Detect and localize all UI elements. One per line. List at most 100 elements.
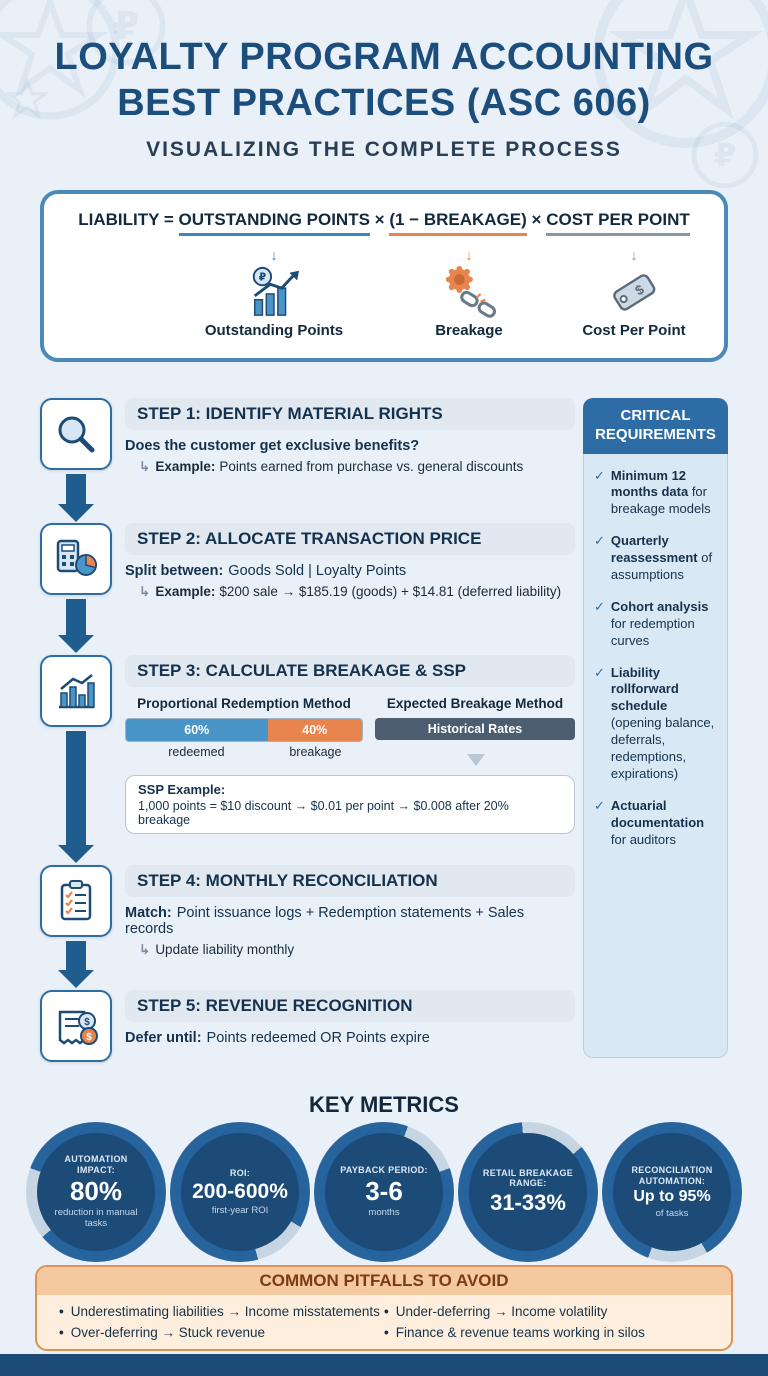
svg-text:$: $ bbox=[84, 1017, 90, 1028]
bullet-icon: • bbox=[59, 1324, 64, 1340]
step3-title: STEP 3: CALCULATE BREAKAGE & SSP bbox=[125, 655, 575, 687]
critical-requirements-header: CRITICAL REQUIREMENTS bbox=[583, 398, 728, 454]
formula-term-cost-per-point: COST PER POINT bbox=[546, 210, 690, 236]
redemption-split-bar: 60% 40% bbox=[125, 718, 363, 742]
requirement-item: ✓ Cohort analysis for redemption curves bbox=[594, 598, 709, 648]
key-metrics-row: AUTOMATION IMPACT: 80% reduction in manu… bbox=[0, 1122, 768, 1262]
step4: STEP 4: MONTHLY RECONCILIATION Match:Poi… bbox=[125, 865, 575, 958]
step5-title: STEP 5: REVENUE RECOGNITION bbox=[125, 990, 575, 1022]
page-title-line2: BEST PRACTICES (ASC 606) bbox=[117, 82, 651, 125]
calculator-pie-icon bbox=[56, 539, 97, 576]
proportional-method: Proportional Redemption Method 60% 40% r… bbox=[125, 696, 363, 759]
down-arrow-icon: ↓ bbox=[270, 247, 278, 264]
pointer-triangle-icon bbox=[467, 754, 485, 766]
formula-term-outstanding-points: OUTSTANDING POINTS bbox=[178, 210, 370, 236]
requirement-item: ✓ Quarterly reassessment of assumptions bbox=[594, 533, 713, 582]
step5: STEP 5: REVENUE RECOGNITION Defer until:… bbox=[125, 990, 575, 1046]
step2: STEP 2: ALLOCATE TRANSACTION PRICE Split… bbox=[125, 523, 575, 600]
step3-icon-box bbox=[40, 655, 112, 727]
step1-icon-box bbox=[40, 398, 112, 470]
broken-chain-icon bbox=[445, 265, 496, 318]
page-title-line1: LOYALTY PROGRAM ACCOUNTING bbox=[54, 36, 714, 78]
breakage-segment: 40% bbox=[267, 719, 362, 741]
pitfall-item: •Under-deferring → Income volatility bbox=[384, 1302, 709, 1323]
check-icon: ✓ bbox=[594, 797, 605, 813]
pitfalls-list: •Underestimating liabilities → Income mi… bbox=[37, 1295, 731, 1344]
svg-text:₽: ₽ bbox=[259, 271, 266, 283]
expected-breakage-method: Expected Breakage Method Historical Rate… bbox=[375, 696, 575, 766]
branch-arrow-icon: ↳ bbox=[139, 942, 151, 957]
step2-lead: Split between:Goods Sold | Loyalty Point… bbox=[125, 563, 407, 579]
check-icon: ✓ bbox=[594, 598, 605, 614]
step3: STEP 3: CALCULATE BREAKAGE & SSP Proport… bbox=[125, 655, 575, 834]
requirement-item: ✓ Actuarial documentation for auditors bbox=[594, 797, 705, 847]
revenue-receipt-icon: $ $ bbox=[58, 1010, 98, 1045]
formula-component-breakage: ↓ Breakage bbox=[394, 248, 544, 339]
step1-lead: Does the customer get exclusive benefits… bbox=[125, 438, 420, 454]
footer-bar bbox=[0, 1354, 768, 1376]
bullet-icon: • bbox=[59, 1304, 64, 1319]
pitfall-item: •Over-deferring → Stuck revenue bbox=[59, 1323, 384, 1344]
page-title: LOYALTY PROGRAM ACCOUNTING BEST PRACTICE… bbox=[0, 34, 768, 127]
down-arrow-icon: ↓ bbox=[630, 247, 638, 264]
magnifier-icon bbox=[58, 416, 95, 453]
redeemed-segment: 60% bbox=[126, 719, 268, 741]
split-bar-labels: redeemed breakage bbox=[168, 745, 342, 759]
step5-lead: Defer until:Points redeemed OR Points ex… bbox=[125, 1030, 430, 1046]
critical-requirements-list: ✓ Minimum 12 months data for breakage mo… bbox=[583, 453, 728, 1058]
flow-arrow-4-icon bbox=[58, 941, 94, 988]
step4-lead: Match:Point issuance logs + Redemption s… bbox=[125, 905, 525, 937]
bar-chart-icon bbox=[59, 674, 95, 709]
step1-example: ↳Example:Points earned from purchase vs.… bbox=[139, 459, 524, 474]
metric-retail-breakage: RETAIL BREAKAGE RANGE: 31-33% bbox=[458, 1122, 598, 1262]
key-metrics-title: KEY METRICS bbox=[309, 1092, 459, 1117]
price-tag-icon: $ bbox=[613, 274, 656, 311]
branch-arrow-icon: ↳ bbox=[139, 459, 151, 474]
step2-icon-box bbox=[40, 523, 112, 595]
step3-methods: Proportional Redemption Method 60% 40% r… bbox=[125, 696, 575, 766]
bullet-icon: • bbox=[384, 1304, 389, 1319]
step2-example: ↳Example:$200 sale → $185.19 (goods) + $… bbox=[139, 584, 562, 599]
liability-formula: LIABILITY = OUTSTANDING POINTS × (1 − BR… bbox=[44, 210, 724, 236]
liability-formula-panel: LIABILITY = OUTSTANDING POINTS × (1 − BR… bbox=[40, 190, 728, 362]
pitfalls-title: COMMON PITFALLS TO AVOID bbox=[37, 1267, 731, 1295]
step2-title: STEP 2: ALLOCATE TRANSACTION PRICE bbox=[125, 523, 575, 555]
formula-component-label: Cost Per Point bbox=[582, 322, 686, 339]
pitfall-item: •Underestimating liabilities → Income mi… bbox=[59, 1302, 384, 1323]
formula-times: × bbox=[374, 210, 385, 229]
formula-component-label: Outstanding Points bbox=[204, 322, 344, 339]
formula-component-outstanding-points: ↓ ₽ Outstanding Points bbox=[199, 248, 349, 339]
flow-arrow-1-icon bbox=[58, 474, 94, 522]
common-pitfalls-panel: COMMON PITFALLS TO AVOID •Underestimatin… bbox=[35, 1265, 733, 1351]
formula-times: × bbox=[531, 210, 542, 229]
branch-arrow-icon: ↳ bbox=[139, 584, 151, 599]
check-icon: ✓ bbox=[594, 664, 605, 680]
metric-roi: ROI: 200-600% first-year ROI bbox=[170, 1122, 310, 1262]
formula-prefix: LIABILITY = bbox=[78, 210, 174, 229]
checklist-clipboard-icon bbox=[60, 880, 92, 921]
check-icon: ✓ bbox=[594, 533, 605, 549]
down-arrow-icon: ↓ bbox=[465, 247, 473, 264]
flow-arrow-2-icon bbox=[58, 599, 94, 653]
metric-automation-impact: AUTOMATION IMPACT: 80% reduction in manu… bbox=[26, 1122, 166, 1262]
requirement-item: ✓ Minimum 12 months data for breakage mo… bbox=[594, 467, 711, 517]
step1-title: STEP 1: IDENTIFY MATERIAL RIGHTS bbox=[125, 398, 575, 430]
step4-icon-box bbox=[40, 865, 112, 937]
pitfall-item: •Finance & revenue teams working in silo… bbox=[384, 1323, 709, 1344]
step5-icon-box: $ $ bbox=[40, 990, 112, 1062]
check-icon: ✓ bbox=[594, 467, 605, 483]
historical-rates-bar: Historical Rates bbox=[375, 718, 575, 740]
step4-sub: ↳Update liability monthly bbox=[139, 942, 295, 957]
bullet-icon: • bbox=[384, 1324, 389, 1340]
step1: STEP 1: IDENTIFY MATERIAL RIGHTS Does th… bbox=[125, 398, 575, 475]
points-growth-chart-icon: ₽ bbox=[252, 266, 300, 316]
formula-term-breakage: (1 − BREAKAGE) bbox=[389, 210, 527, 236]
formula-component-label: Breakage bbox=[435, 322, 503, 339]
step4-title: STEP 4: MONTHLY RECONCILIATION bbox=[125, 865, 575, 897]
page-subtitle: VISUALIZING THE COMPLETE PROCESS bbox=[146, 138, 622, 161]
metric-payback-period: PAYBACK PERIOD: 3-6 months bbox=[314, 1122, 454, 1262]
requirement-item: ✓ Liability rollforward schedule (openin… bbox=[594, 664, 715, 781]
flow-arrow-3-icon bbox=[58, 731, 94, 863]
formula-component-cost-per-point: ↓ $ Cost Per Point bbox=[559, 248, 709, 339]
